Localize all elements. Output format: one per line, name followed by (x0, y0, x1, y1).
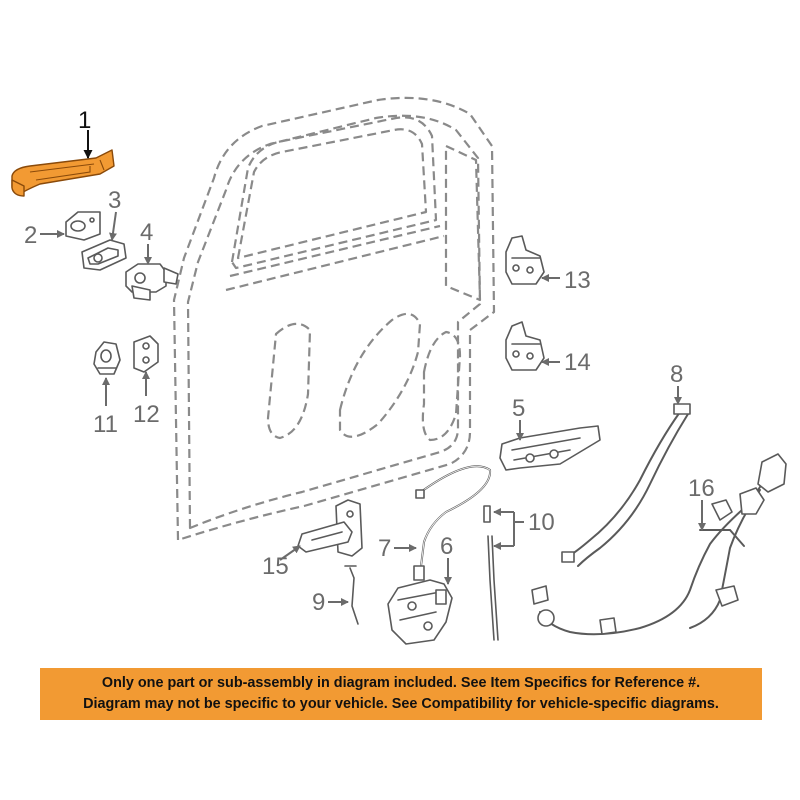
part-5-inside-handle[interactable] (499, 425, 601, 471)
disclaimer-line-1: Only one part or sub-assembly in diagram… (101, 675, 701, 691)
svg-text:12: 12 (133, 401, 160, 428)
svg-text:11: 11 (93, 411, 118, 438)
door-outline (172, 96, 496, 542)
svg-text:8: 8 (670, 361, 683, 388)
callout-11: 11 (93, 377, 118, 438)
callout-8: 8 (670, 361, 683, 405)
callout-4: 4 (140, 219, 153, 265)
part-14-lower-hinge[interactable] (505, 321, 545, 371)
callout-14: 14 (541, 349, 591, 376)
callout-16: 16 (688, 475, 715, 531)
svg-text:9: 9 (312, 589, 325, 616)
callout-12: 12 (133, 371, 160, 428)
callout-2: 2 (24, 222, 65, 249)
svg-text:7: 7 (378, 535, 391, 562)
svg-text:5: 5 (512, 395, 525, 422)
part-6-latch[interactable] (387, 579, 453, 645)
svg-text:16: 16 (688, 475, 715, 502)
callout-7: 7 (378, 535, 417, 562)
svg-text:4: 4 (140, 219, 153, 246)
part-4-lock-cylinder[interactable] (125, 263, 179, 301)
svg-text:13: 13 (564, 267, 591, 294)
part-13-upper-hinge[interactable] (505, 235, 545, 285)
svg-text:2: 2 (24, 222, 37, 249)
part-15-door-check[interactable] (297, 499, 363, 557)
callout-10: 10 (493, 508, 555, 550)
part-16-wiring-harness[interactable] (531, 453, 787, 636)
svg-text:3: 3 (108, 187, 121, 214)
part-3-gasket[interactable] (81, 239, 127, 271)
part-7-cable[interactable] (413, 465, 492, 581)
part-2-bezel[interactable] (65, 211, 101, 241)
callout-1: 1 (78, 107, 93, 159)
callout-5: 5 (512, 395, 525, 441)
part-12-plate[interactable] (133, 335, 159, 373)
part-10-rods[interactable] (483, 505, 499, 641)
callout-15: 15 (262, 545, 301, 580)
disclaimer-line-2: Diagram may not be specific to your vehi… (83, 696, 719, 712)
callout-6: 6 (440, 533, 453, 585)
svg-text:10: 10 (528, 509, 555, 536)
svg-text:6: 6 (440, 533, 453, 560)
part-1-outside-handle[interactable] (11, 149, 115, 197)
part-8-cable[interactable] (561, 403, 691, 567)
disclaimer-banner: Only one part or sub-assembly in diagram… (40, 668, 762, 720)
part-11-striker[interactable] (93, 341, 121, 375)
callout-13: 13 (541, 267, 591, 294)
callout-3: 3 (108, 187, 121, 241)
svg-text:1: 1 (78, 107, 91, 134)
svg-text:14: 14 (564, 349, 591, 376)
part-9-rod[interactable] (344, 565, 359, 625)
callout-9: 9 (312, 589, 349, 616)
